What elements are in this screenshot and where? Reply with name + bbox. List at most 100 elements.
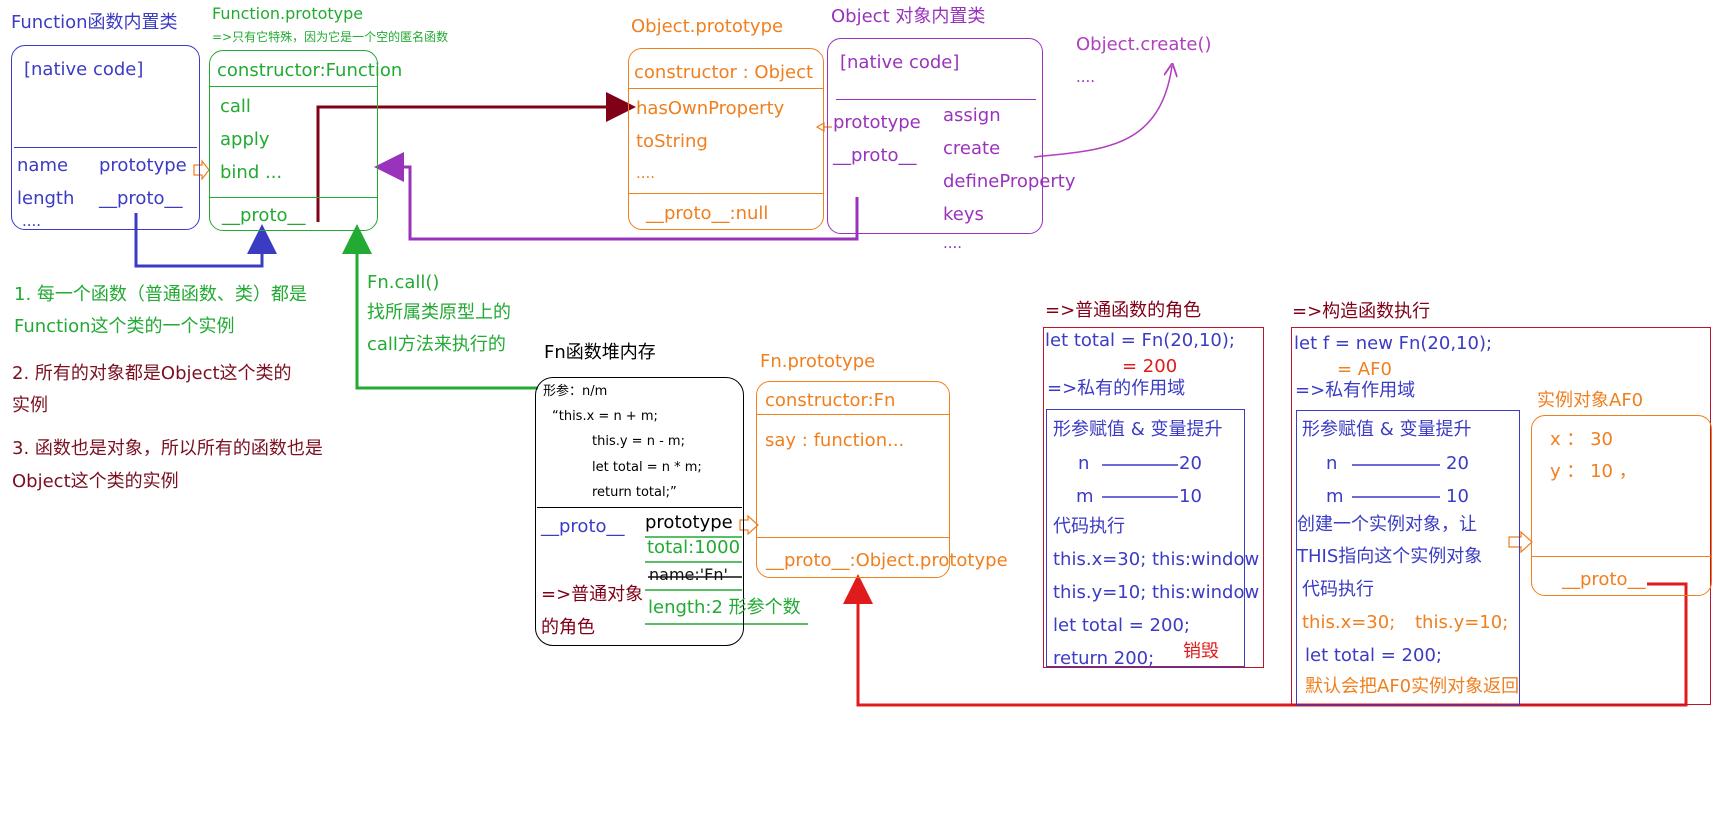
fn-prototype-box xyxy=(756,381,950,578)
proto-arrow-function-self xyxy=(134,213,277,268)
function-length-prop: length xyxy=(17,188,75,209)
object-builtin-title: Object 对象内置类 xyxy=(831,6,986,27)
fn-heap-total: total:1000 xyxy=(647,537,741,558)
object-create-label: Object.create() xyxy=(1076,34,1212,55)
object-method-create: create xyxy=(943,138,1001,159)
object-prototype-divider-2 xyxy=(629,193,823,194)
fn-heap-divider xyxy=(537,507,742,508)
fn-heap-name: name:'Fn' xyxy=(649,565,728,584)
proto-arrow-instance-to-fn-prototype xyxy=(843,574,1688,707)
object-method-assign: assign xyxy=(943,105,1001,126)
fn-prototype-constructor: constructor:Fn xyxy=(765,390,896,411)
object-prototype-constructor: constructor : Object xyxy=(634,62,814,83)
note-3-line-1: 3. 函数也是对象，所以所有的函数也是 xyxy=(12,438,323,459)
object-proto-prop: __proto__ xyxy=(833,145,917,166)
object-prototype-more: .... xyxy=(636,164,656,182)
normal-param-n: n xyxy=(1078,453,1090,474)
ctor-step-execute: 代码执行 xyxy=(1302,579,1374,600)
note-1-line-2: Function这个类的一个实例 xyxy=(14,316,235,337)
normal-role-result: = 200 xyxy=(1122,356,1178,377)
proto-arrow-fn-to-function-prototype xyxy=(342,224,538,390)
proto-arrow-object-to-function-prototype xyxy=(374,152,859,241)
fn-prototype-divider-2 xyxy=(757,537,949,538)
normal-step-hoist: 形参赋值 & 变量提升 xyxy=(1053,419,1223,440)
constructor-role-result: = AF0 xyxy=(1337,359,1392,380)
note-2-line-1: 2. 所有的对象都是Object这个类的 xyxy=(12,363,292,384)
create-curve-arrow xyxy=(1033,66,1172,158)
function-name-prop: name xyxy=(17,155,69,176)
hollow-arrow-prototype-object xyxy=(815,121,832,133)
instance-box xyxy=(1531,415,1712,596)
normal-step-execute: 代码执行 xyxy=(1053,516,1125,537)
normal-this-y: this.y=10; this:window xyxy=(1053,582,1260,603)
function-prototype-proto: __proto__ xyxy=(222,205,306,226)
ctor-step-create-line-1: 创建一个实例对象，让 xyxy=(1297,514,1477,535)
normal-this-x: this.x=30; this:window xyxy=(1053,549,1260,570)
normal-scope-box xyxy=(1046,409,1245,667)
object-builtin-divider xyxy=(836,99,1036,100)
proto-arrow-function-to-object xyxy=(316,92,636,222)
ctor-param-m: m xyxy=(1326,486,1344,507)
note-1-line-1: 1. 每一个函数（普通函数、类）都是 xyxy=(14,284,307,305)
note-2-line-2: 实例 xyxy=(12,395,48,416)
object-prototype-title: Object.prototype xyxy=(631,16,784,37)
function-prototype-title: Function.prototype xyxy=(212,4,364,23)
normal-let-total: let total = 200; xyxy=(1053,615,1190,636)
instance-divider xyxy=(1532,556,1711,557)
constructor-role-title: =>构造函数执行 xyxy=(1292,301,1431,322)
instance-proto: __proto__ xyxy=(1562,569,1646,590)
ctor-param-n-value: 20 xyxy=(1446,453,1469,474)
function-builtin-box xyxy=(11,45,200,230)
constructor-role-call: let f = new Fn(20,10); xyxy=(1294,333,1493,354)
fn-call-line-1: Fn.call() xyxy=(367,272,440,293)
ctor-param-n: n xyxy=(1326,453,1338,474)
fn-prototype-say: say : function... xyxy=(765,430,905,451)
object-more: .... xyxy=(943,234,963,252)
object-method-keys: keys xyxy=(943,204,984,225)
fn-heap-params: 形参：n/m xyxy=(543,384,608,399)
function-prototype-prop: prototype xyxy=(99,155,187,176)
fn-call-line-3: call方法来执行的 xyxy=(367,334,506,355)
fn-heap-box xyxy=(535,377,744,646)
ctor-this-x: this.x=30; xyxy=(1302,612,1396,633)
fn-heap-length: length:2 形参个数 xyxy=(648,597,801,618)
fn-heap-code-2: this.y = n - m; xyxy=(592,434,685,449)
function-prototype-divider-1 xyxy=(210,86,377,87)
function-prototype-constructor: constructor:Function xyxy=(217,60,403,81)
normal-param-m: m xyxy=(1076,486,1094,507)
object-prototype-prop: prototype xyxy=(833,112,921,133)
method-call: call xyxy=(220,96,251,117)
instance-x: x ： 30 xyxy=(1550,429,1613,450)
fn-heap-code-1: “this.x = n + m; xyxy=(552,409,658,424)
normal-role-call: let total = Fn(20,10); xyxy=(1045,330,1235,351)
normal-role-scope: =>私有的作用域 xyxy=(1047,378,1186,399)
object-builtin-box xyxy=(827,38,1043,234)
fn-heap-title: Fn函数堆内存 xyxy=(544,342,656,363)
ctor-default-return: 默认会把AF0实例对象返回 xyxy=(1305,676,1520,697)
fn-call-line-2: 找所属类原型上的 xyxy=(367,302,511,323)
fn-heap-prototype: prototype xyxy=(645,512,733,533)
function-native-code: [native code] xyxy=(24,59,144,80)
normal-return: return 200; xyxy=(1053,648,1155,669)
object-prototype-proto: __proto__:null xyxy=(646,203,769,224)
function-builtin-title: Function函数内置类 xyxy=(11,12,178,33)
ctor-this-y: this.y=10; xyxy=(1415,612,1509,633)
fn-heap-proto: __proto__ xyxy=(541,516,625,537)
object-native-code: [native code] xyxy=(840,52,960,73)
function-more: .... xyxy=(22,212,42,230)
function-prototype-divider-2 xyxy=(210,197,377,198)
instance-y: y ： 10 ， xyxy=(1550,461,1637,482)
constructor-scope-box xyxy=(1296,410,1520,706)
function-prototype-box xyxy=(209,50,378,231)
constructor-role-box xyxy=(1291,327,1711,705)
fn-heap-code-4: return total;” xyxy=(592,485,677,500)
note-3-line-2: Object这个类的实例 xyxy=(12,471,179,492)
normal-role-box xyxy=(1043,327,1264,668)
fn-prototype-divider-1 xyxy=(757,414,949,415)
object-method-defineproperty: defineProperty xyxy=(943,171,1076,192)
function-prototype-note: =>只有它特殊，因为它是一个空的匿名函数 xyxy=(212,30,449,44)
method-bind: bind ... xyxy=(220,162,283,183)
hollow-arrow-prototype-fn xyxy=(739,514,759,536)
object-prototype-box xyxy=(628,48,824,230)
